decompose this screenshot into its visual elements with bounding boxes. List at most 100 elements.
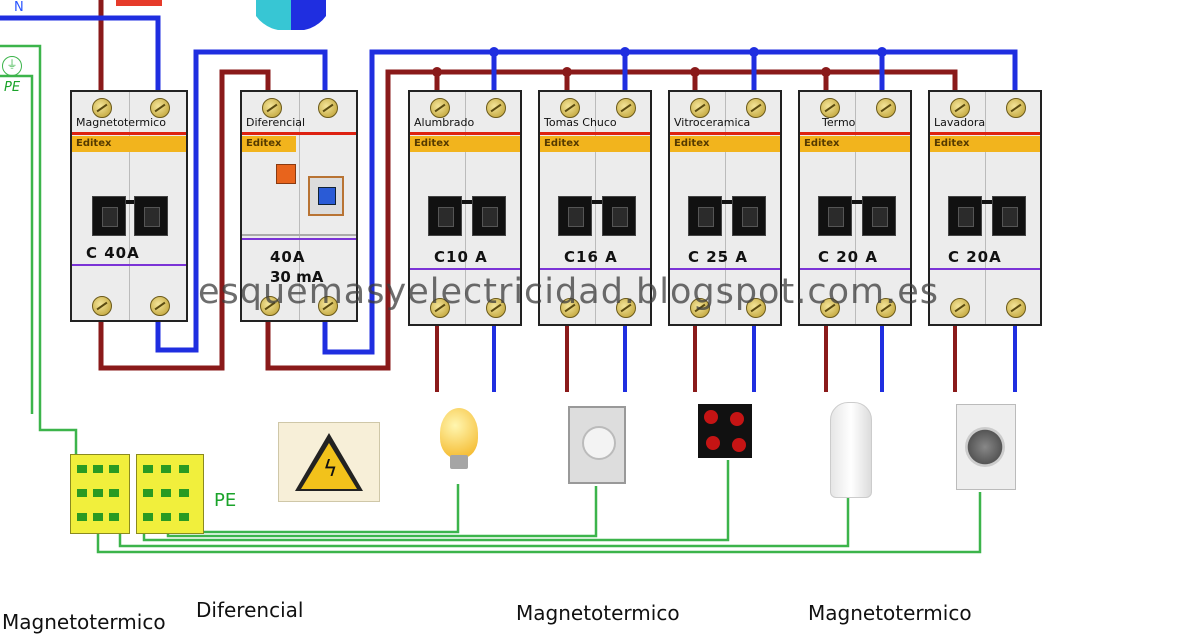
- screw-icon: [1006, 98, 1026, 118]
- screw-icon: [318, 296, 338, 316]
- test-button[interactable]: [276, 164, 296, 184]
- high-voltage-warning-icon: ϟ: [278, 422, 380, 502]
- diff-to-bus-phase: [265, 69, 958, 371]
- breaker-rating: C 40A: [86, 244, 140, 262]
- label-magnetotermico-1: Magnetotermico: [516, 601, 680, 625]
- breaker-sensitivity: 30 mA: [270, 268, 324, 286]
- breaker-rating: C16 A: [564, 248, 618, 266]
- screw-icon: [690, 98, 710, 118]
- breaker-alumbrado[interactable]: Alumbrado Editex C10 A: [408, 90, 522, 326]
- phase-color-legend-icon: [256, 0, 326, 30]
- screw-icon: [690, 298, 710, 318]
- main-breaker[interactable]: Magnetotermico Editex C 40A: [70, 90, 188, 322]
- screw-icon: [92, 98, 112, 118]
- screw-icon: [430, 298, 450, 318]
- load-wires: [435, 320, 1017, 392]
- breaker-lavadora[interactable]: Lavadora Editex C 20A: [928, 90, 1042, 326]
- breaker-rating: 40A: [270, 248, 306, 266]
- reset-lever[interactable]: [308, 176, 344, 216]
- differential-breaker[interactable]: Diferencial Editex 40A 30 mA: [240, 90, 358, 322]
- breaker-toggle[interactable]: [428, 196, 462, 236]
- diff-to-bus-neutral: [322, 49, 1018, 355]
- screw-icon: [486, 98, 506, 118]
- screw-icon: [820, 298, 840, 318]
- screw-icon: [262, 98, 282, 118]
- label-magnetotermico-main: Magnetotermico: [2, 610, 166, 634]
- breaker-toggle[interactable]: [992, 196, 1026, 236]
- earth-bar-label: PE: [214, 490, 237, 511]
- label-magnetotermico-2: Magnetotermico: [808, 601, 972, 625]
- light-bulb-icon: [440, 408, 478, 458]
- washing-machine-icon: [956, 404, 1016, 490]
- breaker-toggle[interactable]: [818, 196, 852, 236]
- brand-label: Editex: [670, 136, 780, 152]
- screw-icon: [746, 298, 766, 318]
- brand-label: Editex: [72, 136, 186, 152]
- breaker-toggle[interactable]: [558, 196, 592, 236]
- breaker-toggle[interactable]: [862, 196, 896, 236]
- bus-junctions-neutral: [489, 47, 887, 57]
- screw-icon: [486, 298, 506, 318]
- screw-icon: [1006, 298, 1026, 318]
- bulb-base: [450, 455, 468, 469]
- brand-label: Editex: [410, 136, 520, 152]
- breaker-label: Lavadora: [934, 116, 986, 129]
- brand-label: Editex: [930, 136, 1040, 152]
- breaker-toggle[interactable]: [134, 196, 168, 236]
- brand-label: Editex: [540, 136, 650, 152]
- breaker-tomas-chuco[interactable]: Tomas Chuco Editex C16 A: [538, 90, 652, 326]
- screw-icon: [876, 98, 896, 118]
- breaker-rating: C10 A: [434, 248, 488, 266]
- screw-icon: [560, 298, 580, 318]
- breaker-toggle[interactable]: [732, 196, 766, 236]
- breaker-toggle[interactable]: [472, 196, 506, 236]
- bus-junctions: [432, 67, 831, 77]
- breaker-toggle[interactable]: [602, 196, 636, 236]
- neutral-label: N: [14, 0, 24, 15]
- screw-icon: [616, 298, 636, 318]
- screw-icon: [150, 296, 170, 316]
- breaker-rating: C 20 A: [818, 248, 878, 266]
- water-heater-icon: [830, 402, 872, 498]
- ground-label-top: PE: [4, 80, 21, 95]
- breaker-label: Vitroceramica: [674, 116, 751, 129]
- main-to-diff-phase: [98, 69, 271, 371]
- brand-label: Editex: [800, 136, 910, 152]
- screw-icon: [820, 98, 840, 118]
- screw-icon: [950, 298, 970, 318]
- watermark: esquemasyelectricidad.blogspot.com.es: [198, 272, 939, 312]
- neutral-supply-wire: [0, 15, 161, 90]
- breaker-toggle[interactable]: [948, 196, 982, 236]
- screw-icon: [150, 98, 170, 118]
- label-diferencial: Diferencial: [196, 598, 304, 622]
- breaker-toggle[interactable]: [92, 196, 126, 236]
- screw-icon: [92, 296, 112, 316]
- breaker-label: Diferencial: [246, 116, 306, 129]
- breaker-rating: C 25 A: [688, 248, 748, 266]
- breaker-rating: C 20A: [948, 248, 1002, 266]
- breaker-label: Tomas Chuco: [544, 116, 617, 129]
- screw-icon: [260, 296, 280, 316]
- main-to-diff-neutral: [155, 49, 328, 353]
- ceramic-hob-icon: [698, 404, 752, 458]
- screw-icon: [746, 98, 766, 118]
- breaker-termo[interactable]: Termo Editex C 20 A: [798, 90, 912, 326]
- breaker-label: Magnetotermico: [76, 116, 166, 129]
- screw-icon: [430, 98, 450, 118]
- earth-terminal-block: [70, 454, 130, 534]
- screw-icon: [560, 98, 580, 118]
- breaker-vitroceramica[interactable]: Vitroceramica Editex C 25 A: [668, 90, 782, 326]
- brand-label: Editex: [242, 136, 296, 152]
- breaker-label: Termo: [822, 116, 856, 129]
- ground-symbol-icon: ⏚: [2, 56, 22, 76]
- breaker-toggle[interactable]: [688, 196, 722, 236]
- earth-terminal-block: [136, 454, 204, 534]
- voltage-tag: [116, 0, 162, 6]
- screw-icon: [876, 298, 896, 318]
- breaker-label: Alumbrado: [414, 116, 475, 129]
- earth-wires: [0, 44, 982, 554]
- screw-icon: [318, 98, 338, 118]
- wall-socket-icon: [568, 406, 626, 484]
- screw-icon: [616, 98, 636, 118]
